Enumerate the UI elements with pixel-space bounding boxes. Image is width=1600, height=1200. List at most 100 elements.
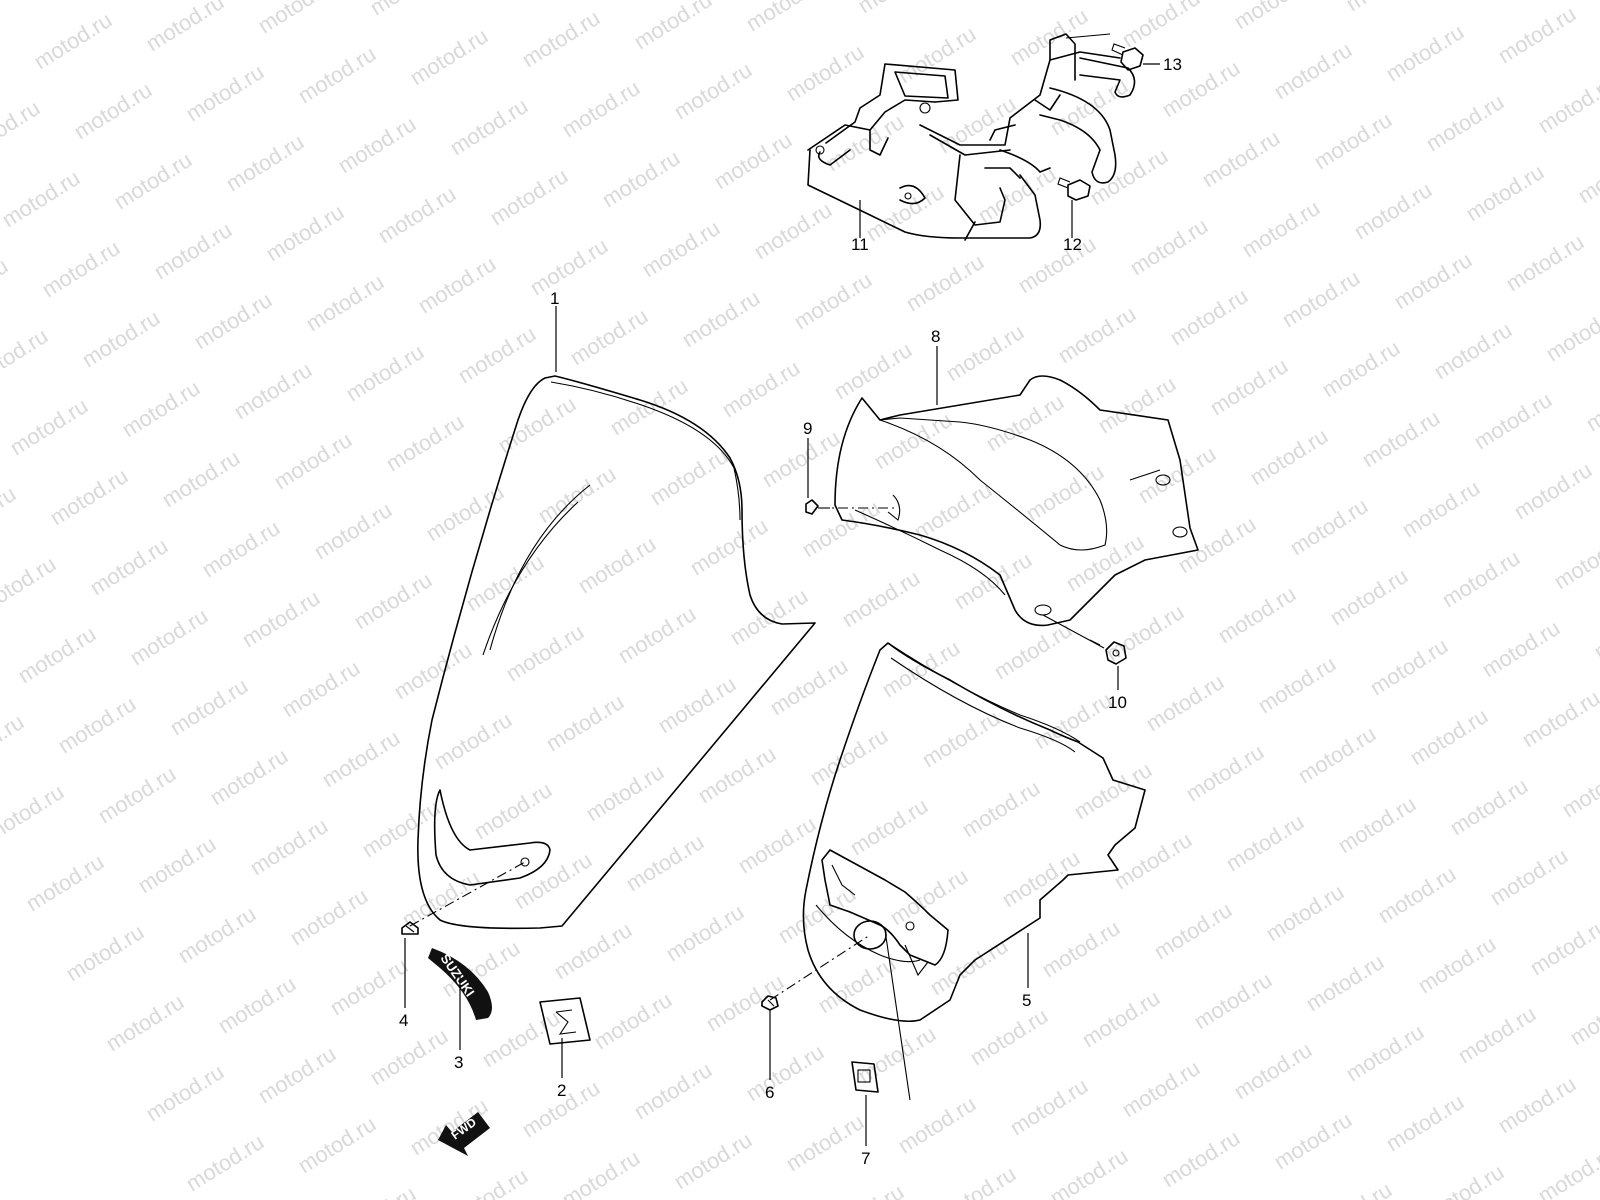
watermark-text: motod.ru	[477, 1005, 564, 1072]
watermark-text: motod.ru	[0, 779, 68, 846]
watermark-text: motod.ru	[853, 0, 940, 18]
watermark-text: motod.ru	[933, 1161, 1020, 1200]
watermark-text: motod.ru	[0, 481, 20, 548]
watermark-text: motod.ru	[501, 619, 588, 686]
watermark-text: motod.ru	[149, 217, 236, 284]
watermark-text: motod.ru	[861, 179, 948, 246]
watermark-text: motod.ru	[1253, 651, 1340, 718]
watermark-text: motod.ru	[357, 795, 444, 862]
watermark-text: motod.ru	[1525, 913, 1600, 980]
watermark-text: motod.ru	[941, 319, 1028, 386]
watermark-text: motod.ru	[117, 375, 204, 442]
watermark-text: motod.ru	[749, 197, 836, 264]
watermark-text: motod.ru	[869, 407, 956, 474]
watermark-text: motod.ru	[181, 59, 268, 126]
watermark-text: motod.ru	[717, 355, 804, 422]
watermark-text: motod.ru	[629, 1057, 716, 1124]
watermark-text: motod.ru	[1325, 563, 1412, 630]
watermark-text: motod.ru	[1053, 301, 1140, 368]
watermark-text: motod.ru	[453, 321, 540, 388]
watermark-text: motod.ru	[557, 1145, 644, 1200]
watermark-text: motod.ru	[797, 495, 884, 562]
watermark-text: motod.ru	[973, 161, 1060, 228]
watermark-text: motod.ru	[661, 899, 748, 966]
watermark-text: motod.ru	[581, 759, 668, 826]
watermark-text: motod.ru	[93, 761, 180, 828]
watermark-text: motod.ru	[197, 515, 284, 582]
watermark-text: motod.ru	[1469, 387, 1556, 454]
watermark-text: motod.ru	[29, 7, 116, 74]
watermark-text: motod.ru	[605, 373, 692, 440]
watermark-text: motod.ru	[821, 109, 908, 176]
watermark-text: motod.ru	[637, 215, 724, 282]
watermark-text: motod.ru	[845, 793, 932, 860]
watermark-text: motod.ru	[317, 725, 404, 792]
watermark-text: motod.ru	[1029, 687, 1116, 754]
watermark-text: motod.ru	[1589, 597, 1600, 664]
watermark-text: motod.ru	[837, 565, 924, 632]
watermark-text: motod.ru	[381, 409, 468, 476]
watermark-text: motod.ru	[1573, 141, 1600, 208]
watermark-text: motod.ru	[901, 249, 988, 316]
watermark-text: motod.ru	[669, 57, 756, 124]
watermark-text: motod.ru	[389, 637, 476, 704]
watermark-text: motod.ru	[1269, 1107, 1356, 1174]
watermark-text: motod.ru	[917, 705, 1004, 772]
watermark-text: motod.ru	[965, 1003, 1052, 1070]
watermark-text: motod.ru	[525, 233, 612, 300]
watermark-text: motod.ru	[773, 881, 860, 948]
watermark-text: motod.ru	[949, 547, 1036, 614]
watermark-text: motod.ru	[725, 583, 812, 650]
watermark-text: motod.ru	[1381, 19, 1468, 86]
watermark-text: motod.ru	[1229, 1037, 1316, 1104]
watermark-text: motod.ru	[1421, 1159, 1508, 1200]
callout-7: 7	[861, 1149, 870, 1168]
watermark-text: motod.ru	[253, 0, 340, 38]
watermark-text: motod.ru	[1237, 195, 1324, 262]
watermark-text: motod.ru	[1301, 949, 1388, 1016]
watermark-text: motod.ru	[893, 1091, 980, 1158]
watermark-text: motod.ru	[1477, 615, 1564, 682]
watermark-text: motod.ru	[541, 689, 628, 756]
watermark-text: motod.ru	[221, 129, 308, 196]
watermark-text: motod.ru	[333, 1181, 420, 1200]
watermark-text: motod.ru	[1397, 475, 1484, 542]
watermark-text: motod.ru	[109, 147, 196, 214]
watermark-text: motod.ru	[1533, 1141, 1600, 1200]
watermark-text: motod.ru	[1261, 879, 1348, 946]
watermark-text: motod.ru	[1141, 669, 1228, 736]
lower-cover	[802, 642, 1146, 1023]
watermark-text: motod.ru	[61, 919, 148, 986]
bolt-6	[761, 995, 779, 1011]
watermark-text: motod.ru	[709, 127, 796, 194]
watermark-text: motod.ru	[285, 883, 372, 950]
watermark-text: motod.ru	[1277, 265, 1364, 332]
watermark-text: motod.ru	[1493, 1071, 1580, 1138]
watermark-text: motod.ru	[477, 0, 564, 2]
watermark-text: motod.ru	[1109, 827, 1196, 894]
watermark-text: motod.ru	[1557, 755, 1600, 822]
watermark-text: motod.ru	[1381, 1089, 1468, 1156]
watermark-text: motod.ru	[1485, 843, 1572, 910]
watermark-text: motod.ru	[573, 531, 660, 598]
watermark-text: motod.ru	[1533, 71, 1600, 138]
watermark-text: motod.ru	[5, 393, 92, 460]
callout-11: 11	[851, 235, 869, 254]
watermark-text: motod.ru	[205, 743, 292, 810]
watermark-text: motod.ru	[1445, 773, 1532, 840]
watermark-text: motod.ru	[1541, 299, 1600, 366]
watermark-text: motod.ru	[893, 21, 980, 88]
watermark-text: motod.ru	[1197, 125, 1284, 192]
watermark-text: motod.ru	[165, 673, 252, 740]
watermark-text: motod.ru	[445, 1163, 532, 1200]
watermark-text: motod.ru	[1285, 493, 1372, 560]
watermark-text: motod.ru	[1357, 405, 1444, 472]
watermark-text: motod.ru	[1005, 1073, 1092, 1140]
watermark-text: motod.ru	[0, 323, 52, 390]
watermark-text: motod.ru	[21, 849, 108, 916]
watermark-text: motod.ru	[245, 813, 332, 880]
watermark-text: motod.ru	[141, 1059, 228, 1126]
watermark-text: motod.ru	[853, 1021, 940, 1088]
watermark-text: motod.ru	[429, 707, 516, 774]
callout-6: 6	[765, 1083, 774, 1102]
